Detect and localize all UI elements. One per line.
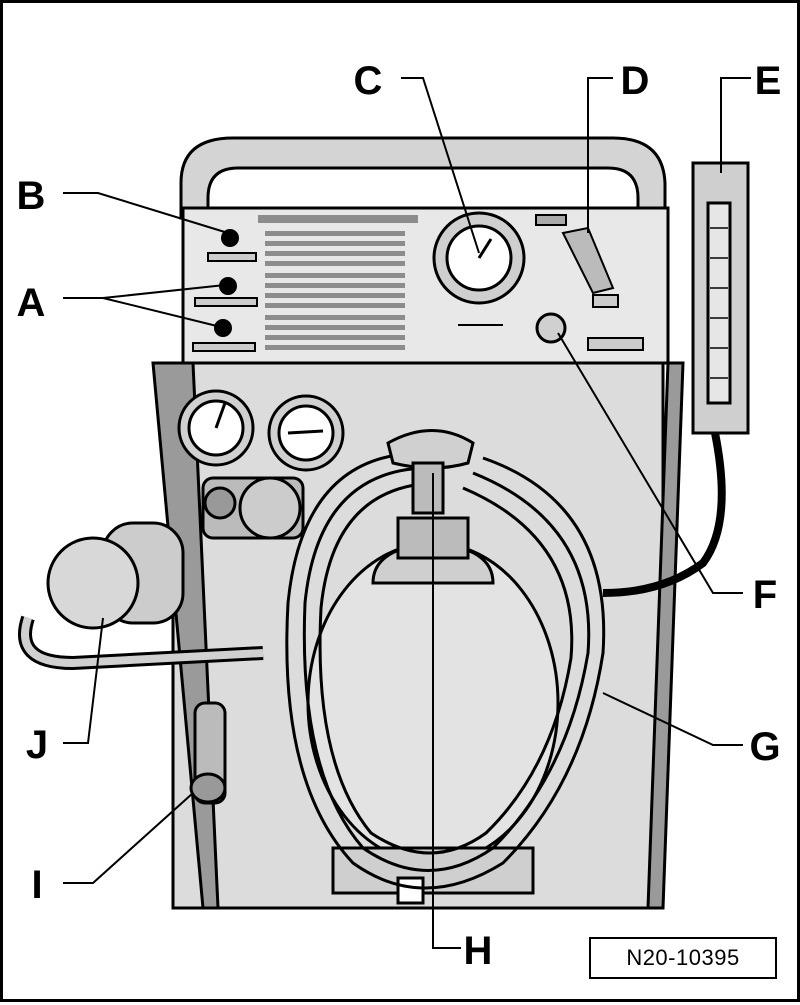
cart-handle (179, 136, 667, 220)
callout-e: E (754, 59, 782, 103)
callout-g: G (749, 725, 781, 769)
sight-glass-handset (602, 161, 750, 597)
rotary-knob (535, 312, 567, 344)
callout-f: F (752, 573, 778, 617)
callout-h: H (463, 929, 493, 973)
panel-switches (192, 229, 258, 352)
pressure-gauges (177, 389, 345, 472)
main-gauge (432, 211, 526, 326)
callout-a: A (16, 281, 46, 325)
hose-coupling (18, 521, 264, 671)
small-label-plate (587, 337, 644, 351)
leader-lines (63, 77, 751, 949)
side-handle (189, 701, 227, 805)
instruction-text-block (258, 215, 418, 350)
hose-coil (285, 451, 606, 890)
callout-d: D (620, 59, 650, 103)
device-illustration (18, 77, 751, 949)
callout-c: C (353, 59, 383, 103)
figure-id-label: N20-10395 (589, 937, 777, 979)
callout-b: B (16, 174, 46, 218)
toggle-switch (535, 214, 619, 308)
tank-valve (386, 429, 475, 515)
valve-block (201, 476, 305, 540)
callout-i: I (31, 863, 43, 907)
control-panel (181, 206, 670, 365)
callout-j: J (25, 723, 49, 767)
